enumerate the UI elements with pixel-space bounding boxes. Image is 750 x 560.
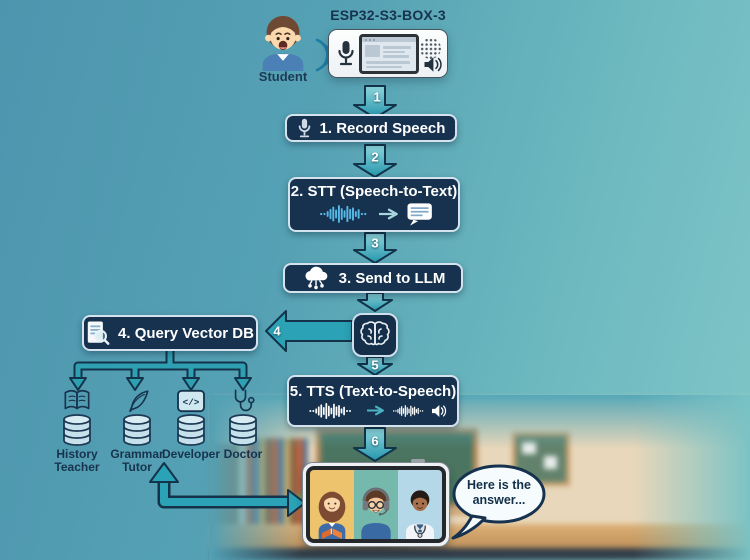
cloud-network-icon xyxy=(305,266,328,290)
stethoscope-icon xyxy=(234,389,255,412)
arrow-right-icon xyxy=(366,405,384,416)
doctor-avatar xyxy=(406,490,434,539)
database-icon xyxy=(123,414,151,446)
arrow-number: 5 xyxy=(371,357,379,373)
arrow-number: 4 xyxy=(273,323,281,339)
arrow-1 xyxy=(353,85,397,119)
device-title: ESP32-S3-BOX-3 xyxy=(330,7,446,23)
video-panel-tutor xyxy=(354,470,398,539)
step-record-speech: 1. Record Speech xyxy=(285,114,457,142)
arrow-right-icon xyxy=(379,208,398,220)
arrow-llm-to-brain xyxy=(357,292,393,312)
step-label: 1. Record Speech xyxy=(319,119,446,137)
video-panel-teacher xyxy=(310,470,354,539)
arrow-4 xyxy=(265,310,353,352)
student-label: Student xyxy=(258,69,308,84)
waveform-icon xyxy=(308,402,351,419)
tutor-avatar xyxy=(361,487,391,539)
persona-label: Doctor xyxy=(223,447,263,461)
arrow-number: 1 xyxy=(373,89,381,105)
student-avatar xyxy=(262,15,304,71)
tablet-screen xyxy=(310,470,442,539)
step-send-llm: 3. Send to LLM xyxy=(283,263,463,293)
speaker-icon xyxy=(431,404,446,417)
step-label: 4. Query Vector DB xyxy=(118,324,254,342)
persona-history-teacher: History Teacher xyxy=(47,388,107,475)
video-panel-doctor xyxy=(398,470,442,539)
step-tts: 5. TTS (Text-to-Speech) xyxy=(287,375,459,427)
feedback-arrowheads xyxy=(149,462,306,517)
speaker-icon xyxy=(424,57,442,72)
branch-arrowheads xyxy=(69,377,252,391)
llm-brain-node xyxy=(352,313,398,357)
arrow-5 xyxy=(357,356,393,376)
step-label: 5. TTS (Text-to-Speech) xyxy=(289,382,457,400)
microphone-icon xyxy=(298,118,310,137)
persona-label: Developer xyxy=(161,447,221,461)
step-stt: 2. STT (Speech-to-Text) xyxy=(288,177,460,232)
code-glyph: </> xyxy=(183,397,200,408)
text-bubble-icon xyxy=(407,202,432,226)
database-icon xyxy=(229,414,257,446)
branch-connectors xyxy=(73,346,248,384)
persona-grammar-tutor: Grammar Tutor xyxy=(107,388,167,475)
tablet xyxy=(302,459,450,547)
arrow-number: 3 xyxy=(371,235,379,251)
quill-icon xyxy=(129,390,149,413)
code-icon: </> xyxy=(177,389,205,413)
document-search-icon xyxy=(87,321,110,345)
esp32-device xyxy=(328,29,448,78)
arrow-number: 6 xyxy=(371,433,379,449)
arrow-3 xyxy=(353,232,397,264)
waveform-icon xyxy=(320,205,367,223)
database-icon xyxy=(63,414,91,446)
waveform-icon xyxy=(392,404,423,417)
feedback-arrow xyxy=(157,473,297,509)
step-query-vector-db: 4. Query Vector DB xyxy=(82,315,258,351)
persona-doctor: Doctor xyxy=(213,388,273,461)
persona-developer: </> Developer xyxy=(161,388,221,461)
teacher-avatar xyxy=(318,491,346,539)
arrow-2 xyxy=(353,144,397,178)
open-book-icon xyxy=(64,389,90,410)
persona-label: History Teacher xyxy=(54,447,100,475)
arrow-number: 2 xyxy=(371,149,379,165)
speech-bubble-text: Here is the answer... xyxy=(467,478,531,508)
persona-label: Grammar Tutor xyxy=(110,447,164,475)
device-screen xyxy=(359,34,419,74)
microphone-icon xyxy=(338,41,354,66)
step-label: 2. STT (Speech-to-Text) xyxy=(290,182,458,200)
speaker-grille-icon xyxy=(420,38,441,59)
speech-bubble xyxy=(451,464,546,540)
tablet-power-button xyxy=(411,459,425,463)
brain-icon xyxy=(360,321,390,346)
database-icon xyxy=(177,414,205,446)
step-label: 3. Send to LLM xyxy=(338,269,446,287)
arrow-6 xyxy=(353,427,397,462)
